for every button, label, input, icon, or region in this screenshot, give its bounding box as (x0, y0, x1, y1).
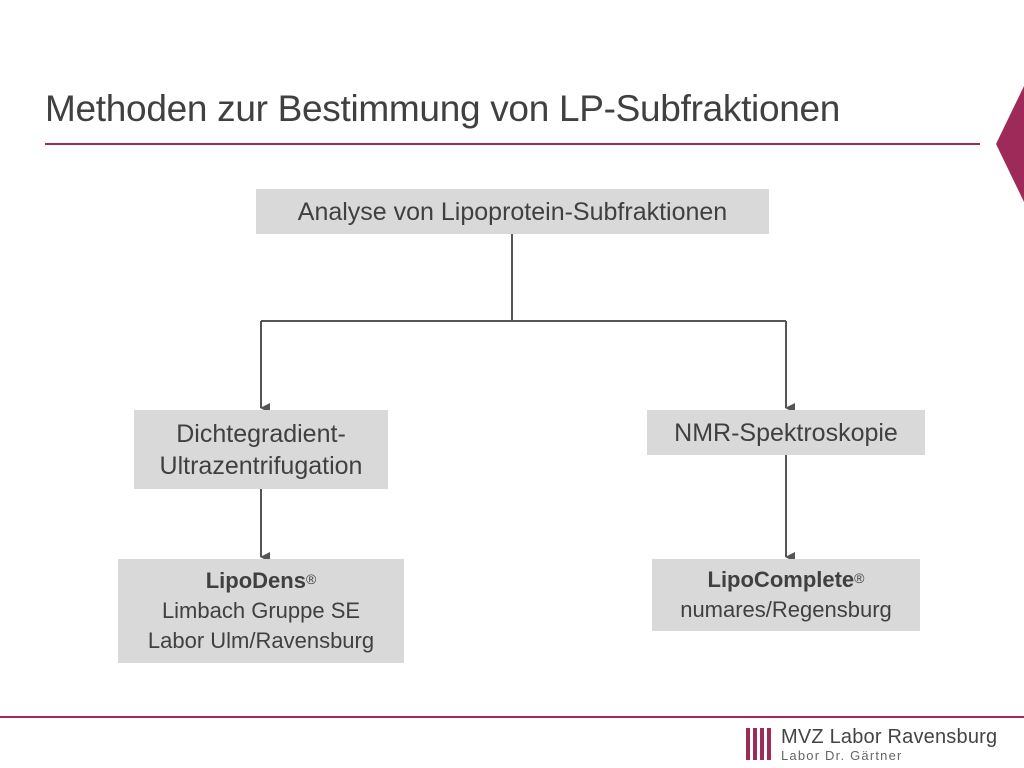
logo-text: MVZ Labor Ravensburg Labor Dr. Gärtner (781, 727, 997, 762)
logo-sub-text: Labor Dr. Gärtner (781, 747, 903, 763)
footer-divider (0, 716, 1024, 718)
logo-bars-icon (746, 728, 771, 760)
right-product-title: LipoComplete® (708, 565, 865, 595)
left-product-line3: Labor Ulm/Ravensburg (147, 628, 375, 653)
logo-main-text: MVZ Labor Ravensburg (781, 725, 998, 748)
right-method-label: NMR-Spektroskopie (674, 418, 898, 447)
left-product-node: LipoDens® Limbach Gruppe SE Labor Ulm/Ra… (118, 559, 404, 663)
company-logo: MVZ Labor Ravensburg Labor Dr. Gärtner (746, 727, 997, 762)
right-product-name: LipoComplete (707, 567, 855, 592)
left-product-title: LipoDens® (206, 566, 317, 596)
left-method-line1: Dichtegradient- (176, 419, 346, 448)
right-product-node: LipoComplete® numares/Regensburg (652, 559, 920, 631)
corner-decoration (996, 86, 1024, 202)
left-product-mark: ® (305, 571, 317, 587)
right-method-node: NMR-Spektroskopie (647, 410, 925, 455)
left-method-node: Dichtegradient- Ultrazentrifugation (134, 410, 388, 489)
right-product-mark: ® (854, 570, 865, 586)
left-product-line2: Limbach Gruppe SE (161, 598, 361, 623)
left-product-name: LipoDens (205, 568, 306, 593)
right-product-line2: numares/Regensburg (680, 597, 892, 622)
root-node-label: Analyse von Lipoprotein-Subfraktionen (297, 197, 728, 226)
root-node: Analyse von Lipoprotein-Subfraktionen (256, 189, 769, 234)
left-method-line2: Ultrazentrifugation (159, 451, 363, 480)
slide-title: Methoden zur Bestimmung von LP-Subfrakti… (45, 88, 841, 129)
title-divider (45, 143, 980, 145)
